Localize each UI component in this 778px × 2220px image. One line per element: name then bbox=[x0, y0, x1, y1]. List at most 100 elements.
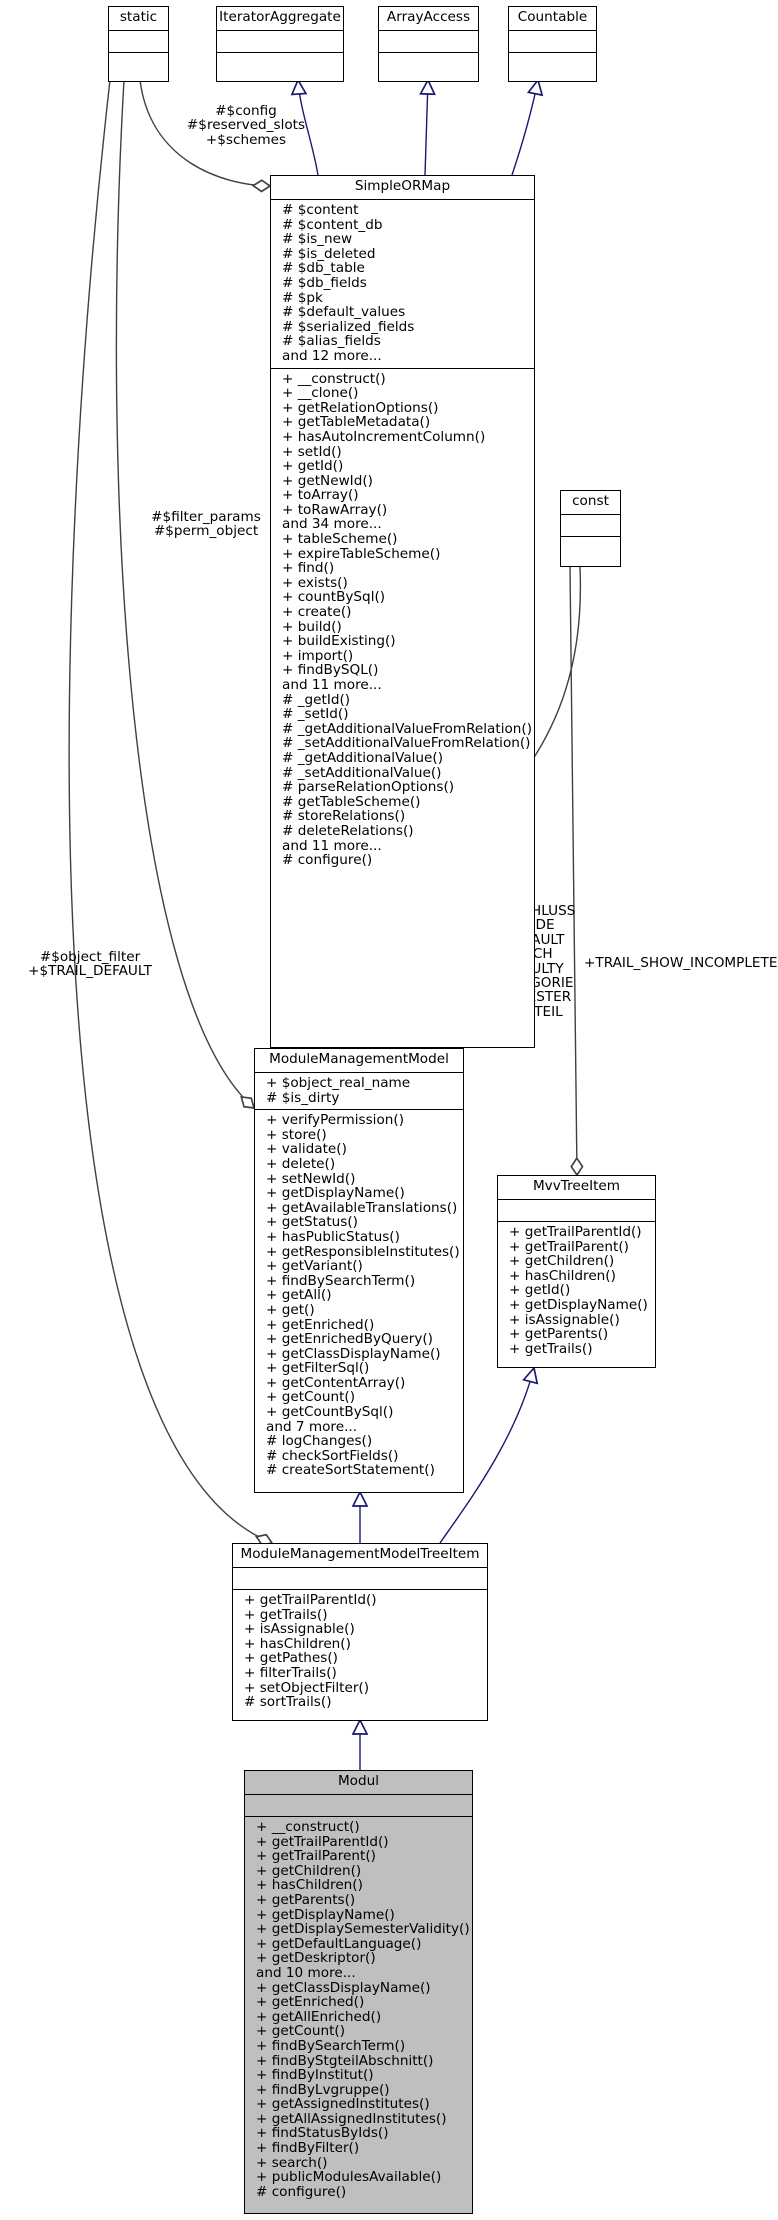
method-member[interactable]: + getTableMetadata() bbox=[282, 414, 431, 431]
attribute-member[interactable]: # $is_new bbox=[282, 231, 353, 248]
attribute-member[interactable]: # $content_db bbox=[282, 216, 383, 233]
method-member[interactable]: + setId() bbox=[282, 443, 342, 460]
method-member[interactable]: + getDisplayName() bbox=[266, 1185, 405, 1202]
method-member[interactable]: + getPathes() bbox=[244, 1650, 338, 1667]
method-member[interactable]: + getRelationOptions() bbox=[282, 399, 439, 416]
attribute-member[interactable]: # $default_values bbox=[282, 304, 406, 321]
class-iteratoraggregate[interactable]: IteratorAggregate bbox=[216, 6, 344, 82]
method-member[interactable]: + getDefaultLanguage() bbox=[256, 1935, 422, 1952]
method-member[interactable]: + search() bbox=[256, 2154, 328, 2171]
method-member[interactable]: + getFilterSql() bbox=[266, 1360, 370, 1377]
class-modulemanagementmodeltreeitem[interactable]: ModuleManagementModelTreeItem + getTrail… bbox=[232, 1543, 488, 1721]
attribute-member[interactable]: # $db_fields bbox=[282, 274, 367, 291]
method-member[interactable]: # _getAdditionalValueFromRelation() bbox=[282, 720, 533, 737]
method-member[interactable]: + findStatusByIds() bbox=[256, 2125, 389, 2142]
method-member[interactable]: + hasChildren() bbox=[244, 1635, 351, 1652]
method-member[interactable]: # _setId() bbox=[282, 706, 349, 723]
method-member[interactable]: + getEnriched() bbox=[256, 1994, 365, 2011]
method-member[interactable]: + getChildren() bbox=[509, 1253, 615, 1270]
class-countable[interactable]: Countable bbox=[508, 6, 597, 82]
method-member[interactable]: + getStatus() bbox=[266, 1214, 358, 1231]
method-member[interactable]: + getAvailableTranslations() bbox=[266, 1199, 458, 1216]
method-member[interactable]: # deleteRelations() bbox=[282, 822, 414, 839]
class-modul[interactable]: Modul + __construct()+ getTrailParentId(… bbox=[244, 1770, 473, 2214]
method-member[interactable]: + getAll() bbox=[266, 1287, 332, 1304]
method-member[interactable]: + toArray() bbox=[282, 487, 359, 504]
method-member[interactable]: + get() bbox=[266, 1301, 315, 1318]
method-member[interactable]: + getDisplayName() bbox=[509, 1296, 648, 1313]
method-member[interactable]: + hasChildren() bbox=[256, 1877, 363, 1894]
method-member[interactable]: + findBySearchTerm() bbox=[256, 2037, 406, 2054]
method-member[interactable]: # _getAdditionalValue() bbox=[282, 749, 444, 766]
class-simpleormap[interactable]: SimpleORMap # $content# $content_db# $is… bbox=[270, 175, 535, 1048]
method-member[interactable]: + getParents() bbox=[256, 1891, 356, 1908]
method-member[interactable]: + findByInstitut() bbox=[256, 2067, 374, 2084]
method-member[interactable]: + findBySearchTerm() bbox=[266, 1272, 416, 1289]
method-member[interactable]: + getTrailParentId() bbox=[244, 1592, 377, 1608]
method-member[interactable]: + getTrailParent() bbox=[509, 1238, 629, 1255]
method-member[interactable]: # _getId() bbox=[282, 691, 351, 708]
method-member[interactable]: # logChanges() bbox=[266, 1433, 373, 1450]
method-member[interactable]: + store() bbox=[266, 1126, 327, 1143]
method-member[interactable]: + getAllAssignedInstitutes() bbox=[256, 2110, 447, 2127]
method-member[interactable]: + setObjectFilter() bbox=[244, 1679, 370, 1696]
method-member[interactable]: + getResponsibleInstitutes() bbox=[266, 1243, 460, 1260]
method-member[interactable]: + getParents() bbox=[509, 1326, 609, 1343]
method-member[interactable]: # _setAdditionalValue() bbox=[282, 764, 442, 781]
method-member[interactable]: + getCount() bbox=[266, 1389, 356, 1406]
method-member[interactable]: + getTrails() bbox=[509, 1340, 593, 1357]
method-member[interactable]: # _setAdditionalValueFromRelation() bbox=[282, 735, 531, 752]
attribute-member[interactable]: # $pk bbox=[282, 289, 323, 306]
method-member[interactable]: + getId() bbox=[509, 1282, 571, 1299]
attribute-member[interactable]: # $db_table bbox=[282, 260, 365, 277]
attribute-member[interactable]: and 12 more... bbox=[282, 347, 382, 364]
class-static[interactable]: static bbox=[108, 6, 169, 82]
method-member[interactable]: + getCountBySql() bbox=[266, 1404, 394, 1421]
method-member[interactable]: + delete() bbox=[266, 1155, 336, 1172]
method-member[interactable]: # storeRelations() bbox=[282, 808, 406, 825]
method-member[interactable]: + getDisplaySemesterValidity() bbox=[256, 1921, 470, 1938]
method-member[interactable]: + build() bbox=[282, 618, 342, 635]
method-member[interactable]: # sortTrails() bbox=[244, 1694, 332, 1711]
method-member[interactable]: # getTableScheme() bbox=[282, 793, 421, 810]
method-member[interactable]: and 7 more... bbox=[266, 1418, 358, 1435]
method-member[interactable]: + isAssignable() bbox=[244, 1621, 355, 1638]
method-member[interactable]: + getClassDisplayName() bbox=[266, 1345, 441, 1362]
class-arrayaccess[interactable]: ArrayAccess bbox=[378, 6, 479, 82]
method-member[interactable]: + expireTableScheme() bbox=[282, 545, 441, 562]
class-modulemanagementmodel[interactable]: ModuleManagementModel + $object_real_nam… bbox=[254, 1048, 464, 1493]
attribute-member[interactable]: # $is_deleted bbox=[282, 245, 376, 262]
method-member[interactable]: and 34 more... bbox=[282, 516, 382, 533]
method-member[interactable]: + getDisplayName() bbox=[256, 1906, 395, 1923]
method-member[interactable]: + tableScheme() bbox=[282, 531, 398, 548]
method-member[interactable]: + filterTrails() bbox=[244, 1664, 337, 1681]
method-member[interactable]: + toRawArray() bbox=[282, 501, 388, 518]
method-member[interactable]: + getId() bbox=[282, 458, 344, 475]
method-member[interactable]: + __construct() bbox=[256, 1819, 360, 1835]
method-member[interactable]: + countBySql() bbox=[282, 589, 386, 606]
method-member[interactable]: + exists() bbox=[282, 574, 348, 591]
attribute-member[interactable]: # $alias_fields bbox=[282, 333, 381, 350]
method-member[interactable]: + __construct() bbox=[282, 370, 386, 387]
method-member[interactable]: + getTrailParent() bbox=[256, 1848, 376, 1865]
attribute-member[interactable]: # $is_dirty bbox=[266, 1089, 340, 1106]
method-member[interactable]: + hasAutoIncrementColumn() bbox=[282, 428, 486, 445]
method-member[interactable]: + verifyPermission() bbox=[266, 1112, 405, 1129]
method-member[interactable]: # configure() bbox=[256, 2183, 347, 2200]
method-member[interactable]: + setNewId() bbox=[266, 1170, 356, 1187]
method-member[interactable]: + find() bbox=[282, 560, 335, 577]
method-member[interactable]: + getTrailParentId() bbox=[256, 1833, 389, 1850]
method-member[interactable]: + getEnrichedByQuery() bbox=[266, 1331, 433, 1348]
method-member[interactable]: + getVariant() bbox=[266, 1258, 363, 1275]
method-member[interactable]: + findByLvgruppe() bbox=[256, 2081, 390, 2098]
method-member[interactable]: + publicModulesAvailable() bbox=[256, 2169, 442, 2186]
method-member[interactable]: + getChildren() bbox=[256, 1862, 362, 1879]
method-member[interactable]: + create() bbox=[282, 604, 352, 621]
method-member[interactable]: and 11 more... bbox=[282, 837, 382, 854]
method-member[interactable]: # configure() bbox=[282, 852, 373, 869]
attribute-member[interactable]: + $object_real_name bbox=[266, 1075, 411, 1091]
method-member[interactable]: + __clone() bbox=[282, 385, 359, 402]
method-member[interactable]: + import() bbox=[282, 647, 354, 664]
method-member[interactable]: + isAssignable() bbox=[509, 1311, 620, 1328]
method-member[interactable]: + validate() bbox=[266, 1141, 347, 1158]
